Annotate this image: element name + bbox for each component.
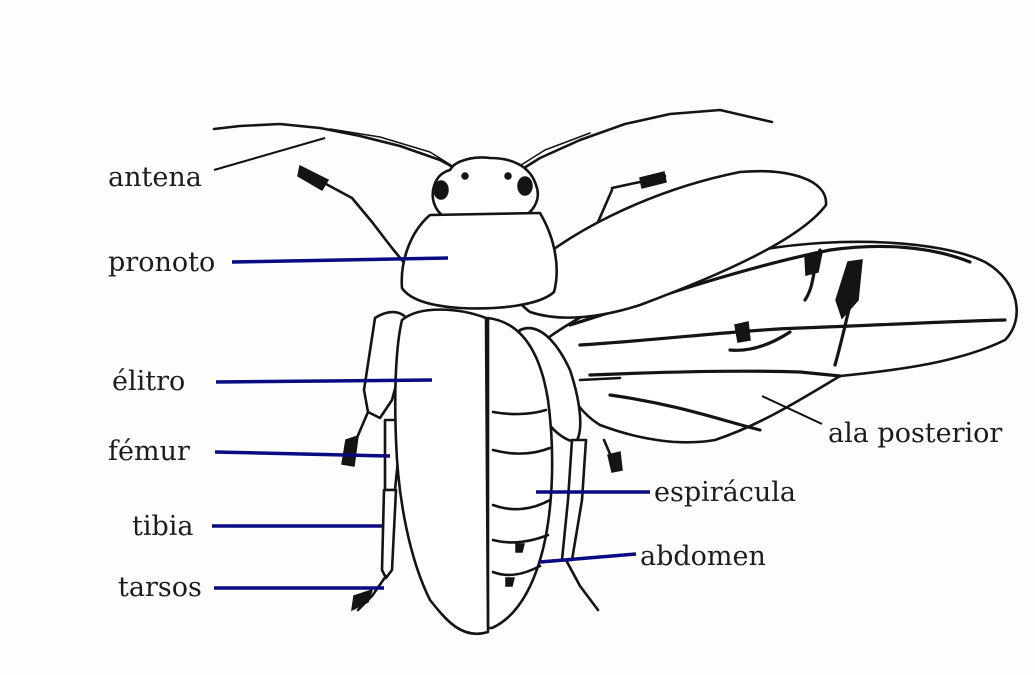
label-tibia: tibia	[132, 511, 194, 542]
abdomen-leader	[540, 554, 636, 562]
elitro-leader	[216, 380, 432, 382]
femur-leader	[215, 452, 390, 456]
antena-leader	[214, 138, 325, 170]
legs-left	[298, 166, 410, 610]
label-tarsos: tarsos	[118, 572, 202, 603]
label-espiracula: espirácula	[654, 477, 796, 508]
label-antena: antena	[108, 162, 202, 193]
pronotum	[402, 213, 557, 308]
label-pronoto: pronoto	[108, 247, 215, 278]
label-abdomen: abdomen	[640, 541, 766, 572]
head	[433, 158, 538, 219]
label-femur: fémur	[108, 436, 190, 467]
elytron	[395, 310, 488, 634]
label-elitro: élitro	[112, 366, 185, 397]
label-ala-posterior: ala posterior	[828, 418, 1002, 449]
